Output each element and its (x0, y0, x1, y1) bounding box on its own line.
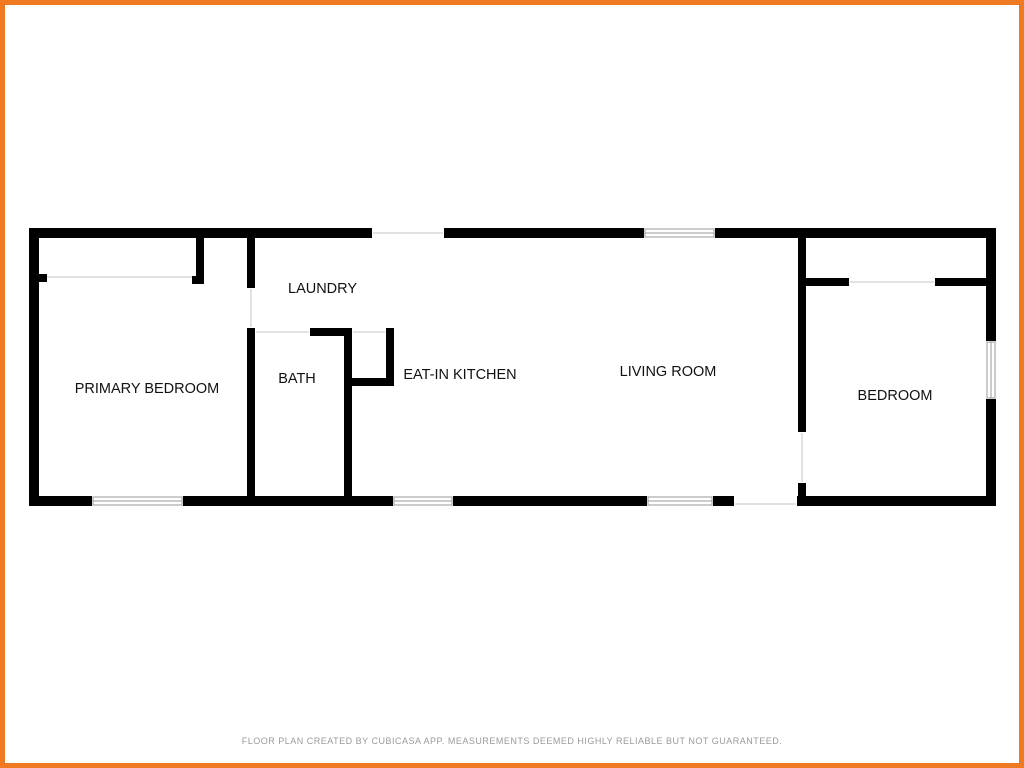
room-label-living-room: LIVING ROOM (620, 364, 717, 380)
room-label-laundry: LAUNDRY (288, 281, 357, 297)
footer-disclaimer: FLOOR PLAN CREATED BY CUBICASA APP. MEAS… (241, 736, 783, 746)
partition-primary-upper (247, 238, 255, 288)
outer-wall-right-a (986, 228, 996, 341)
room-label-bedroom: BEDROOM (858, 388, 933, 404)
outer-wall-bottom-e (797, 496, 996, 506)
bedroom-closet-wall-a (806, 278, 849, 286)
bedroom-closet-wall-b (935, 278, 986, 286)
room-label-eat-in-kitchen: EAT-IN KITCHEN (403, 367, 516, 383)
room-label-primary-bedroom: PRIMARY BEDROOM (75, 381, 220, 397)
partition-bedroom-upper (798, 238, 806, 432)
kitchen-wall-horizontal (344, 378, 394, 386)
outer-wall-left (29, 228, 39, 506)
outer-wall-bottom-c (453, 496, 647, 506)
room-label-bath: BATH (278, 371, 316, 387)
outer-wall-bottom-d (713, 496, 734, 506)
outer-wall-bottom-b (183, 496, 393, 506)
outer-wall-top-c (715, 228, 996, 238)
outer-wall-top-b (444, 228, 644, 238)
closet-wall-left-stub (39, 274, 47, 282)
outer-wall-top-a (29, 228, 372, 238)
outer-wall-right-b (986, 399, 996, 506)
closet-wall-stub (192, 276, 204, 284)
bath-wall-top (310, 328, 352, 336)
closet-wall-vertical (196, 238, 204, 284)
outer-wall-bottom-a (29, 496, 92, 506)
kitchen-wall-vertical (386, 328, 394, 386)
partition-bedroom-lower (798, 483, 806, 496)
bath-wall-right (344, 328, 352, 496)
partition-primary-lower (247, 328, 255, 496)
